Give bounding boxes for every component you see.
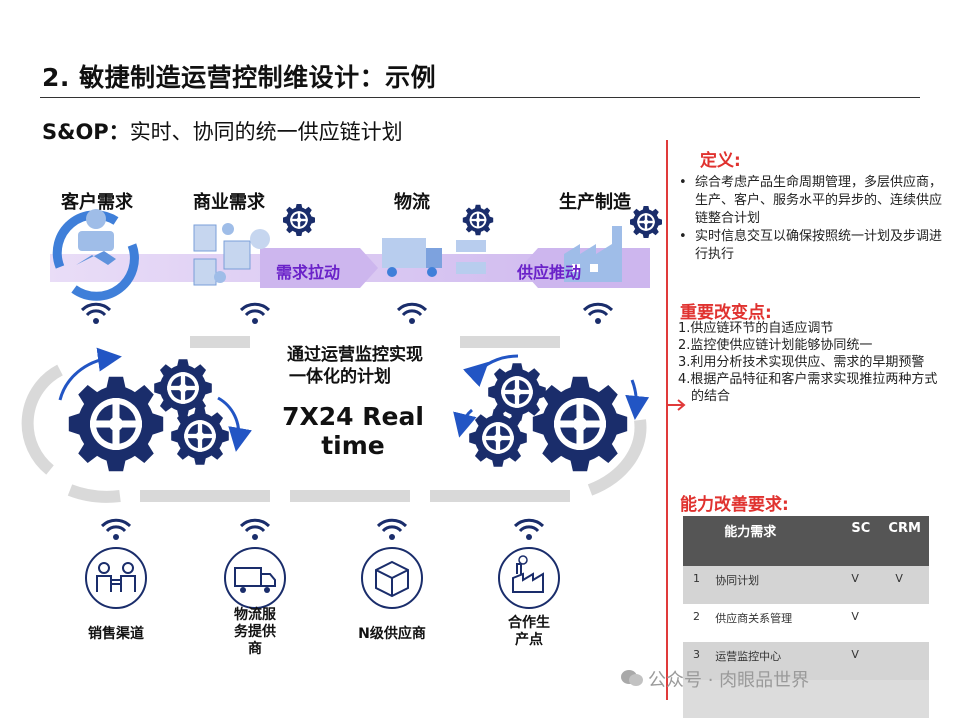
table-row: [683, 680, 929, 718]
table-header-sc: SC: [850, 516, 888, 566]
table-header-row: 能力需求 SC CRM: [683, 516, 929, 566]
factory-icon: [564, 226, 622, 282]
gear-icon-business: [283, 204, 315, 236]
table-header-crm: CRM: [887, 516, 929, 566]
wechat-icon: [621, 670, 643, 686]
partner-factory-icon: [498, 547, 560, 609]
change-item: 3.利用分析技术实现供应、需求的早期预警: [678, 355, 925, 370]
row-sc: V: [850, 604, 888, 642]
label-customer-demand: 客户需求: [61, 192, 133, 213]
business-docs-icon: [193, 223, 270, 286]
row-capability: [714, 680, 851, 718]
definition-item: 综合考虑产品生命周期管理，多层供应商，生产、客户、服务水平的异步的、连续供应链整…: [673, 174, 943, 228]
row-capability: 协同计划: [714, 566, 851, 604]
pull-arrow: [260, 248, 378, 288]
bottom-label-logistics-line1: 物流服: [234, 607, 276, 623]
definition-title: 定义:: [700, 151, 741, 171]
subtitle-prefix: S&OP：: [42, 120, 130, 144]
bottom-label-logistics-line2: 务提供: [234, 624, 276, 640]
row-num: [683, 680, 715, 718]
changes-title: 重要改变点:: [680, 303, 772, 323]
table-header-capability: 能力需求: [714, 516, 851, 566]
rotation-arrow-right-1: [463, 354, 519, 387]
bottom-label-supplier-line: N级供应商: [358, 626, 426, 642]
bottom-label-sales-line: 销售渠道: [88, 626, 144, 642]
change-item: 1.供应链环节的自适应调节: [678, 321, 834, 336]
realtime-label: 7X24 Real time: [282, 402, 424, 460]
wifi-icon-2: [239, 302, 271, 326]
wifi-icon-4: [582, 302, 614, 326]
row-sc: V: [850, 642, 888, 680]
gear-icon-left-small-2: [171, 407, 229, 465]
page-title: 2. 敏捷制造运营控制维设计：示例: [42, 63, 437, 92]
label-logistics: 物流: [394, 192, 430, 213]
center-caption-line2: 一体化的计划: [289, 367, 391, 387]
rotation-arrow-left-1: [58, 347, 122, 401]
row-crm: [887, 604, 929, 642]
row-crm: [887, 642, 929, 680]
capability-title: 能力改善要求:: [680, 495, 789, 515]
label-manufacturing: 生产制造: [559, 192, 631, 213]
bottom-label-partner-line2: 产点: [515, 632, 543, 648]
title-divider: [40, 97, 920, 98]
row-capability: 供应商关系管理: [714, 604, 851, 642]
change-item: 2.监控使供应链计划能够协同统一: [678, 338, 873, 353]
table-header-num: [683, 516, 715, 566]
row-crm: V: [887, 566, 929, 604]
bottom-label-logistics-provider: 物流服务提供商: [210, 607, 300, 658]
row-crm: [887, 680, 929, 718]
gear-icon-right-small-2: [469, 409, 527, 467]
row-num: 1: [683, 566, 715, 604]
rotation-arrow-right-2: [625, 379, 650, 420]
label-business-demand: 商业需求: [193, 192, 265, 213]
bottom-label-partner: 合作生产点: [484, 615, 574, 649]
rotation-arrow-right-3: [453, 408, 477, 438]
row-num: 3: [683, 642, 715, 680]
rotation-arrow-left-2: [217, 396, 252, 452]
panel-divider: [666, 140, 668, 700]
wifi-icon-1: [80, 302, 112, 326]
change-item: 4.根据产品特征和客户需求实现推拉两种方式的结合: [678, 372, 938, 404]
bottom-label-partner-line1: 合作生: [508, 615, 550, 631]
divider-arrow-icon: [668, 399, 686, 411]
row-sc: [850, 680, 888, 718]
wifi-icon-7: [376, 518, 408, 542]
wifi-icon-5: [100, 518, 132, 542]
bottom-label-sales: 销售渠道: [71, 626, 161, 643]
table-row: 2 供应商关系管理 V: [683, 604, 929, 642]
bottom-label-logistics-line3: 商: [248, 641, 262, 657]
logistics-truck-icon: [382, 238, 486, 277]
supplier-box-icon: [361, 547, 423, 609]
subtitle-text: 实时、协同的统一供应链计划: [129, 120, 403, 144]
gear-icon-right-large: [532, 376, 628, 472]
row-sc: V: [850, 566, 888, 604]
logistics-provider-icon: [224, 547, 286, 609]
table-row: 3 运营监控中心 V: [683, 642, 929, 680]
definition-item: 实时信息交互以确保按照统一计划及步调进行执行: [673, 228, 943, 264]
supply-push-label: 供应推动: [517, 263, 582, 282]
demand-pull-label: 需求拉动: [276, 263, 341, 282]
sales-channel-icon: [85, 547, 147, 609]
changes-list: 1.供应链环节的自适应调节 2.监控使供应链计划能够协同统一 3.利用分析技术实…: [678, 320, 940, 405]
row-num: 2: [683, 604, 715, 642]
page-subtitle: S&OP：实时、协同的统一供应链计划: [42, 116, 403, 146]
definition-list: 综合考虑产品生命周期管理，多层供应商，生产、客户、服务水平的异步的、连续供应链整…: [673, 174, 943, 264]
row-capability: 运营监控中心: [714, 642, 851, 680]
bottom-label-supplier: N级供应商: [347, 626, 437, 643]
sop-diagram: [21, 204, 662, 609]
gear-icon-left-large: [68, 376, 164, 472]
wifi-icon-3: [396, 302, 428, 326]
table-row: 1 协同计划 V V: [683, 566, 929, 604]
monitoring-loop: [21, 336, 647, 503]
center-caption-line1: 通过运营监控实现: [287, 345, 423, 365]
watermark-text: 公众号 · 肉眼品世界: [648, 670, 810, 691]
wifi-icon-8: [513, 518, 545, 542]
wifi-icon-6: [239, 518, 271, 542]
capability-table: 能力需求 SC CRM 1 协同计划 V V 2 供应商关系管理 V 3 运营监…: [683, 516, 929, 718]
customer-handshake-icon: [52, 209, 139, 301]
gear-icon-logistics: [462, 204, 494, 236]
